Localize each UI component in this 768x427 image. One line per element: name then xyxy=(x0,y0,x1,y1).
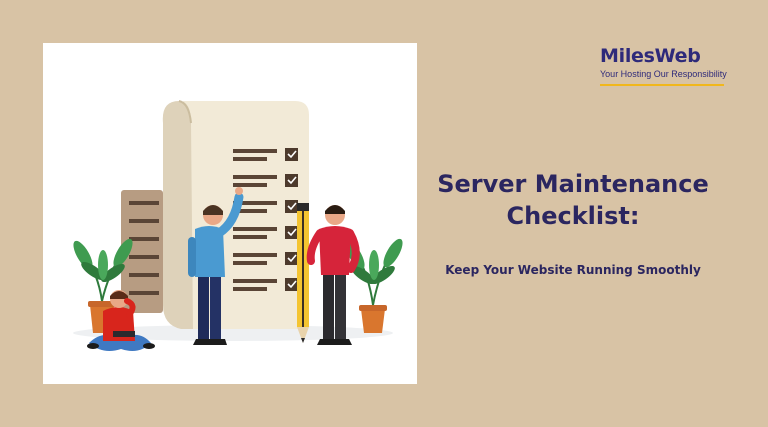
pencil-icon xyxy=(297,203,309,343)
checklist-illustration xyxy=(73,100,403,351)
illustration-panel xyxy=(43,43,417,384)
man-standing-figure xyxy=(306,205,360,345)
checklist-row xyxy=(233,200,298,213)
checklist-row xyxy=(233,226,298,239)
mileswebs-logo[interactable]: MilesWeb Your Hosting Our Responsibility xyxy=(600,45,730,86)
man-pointing-figure xyxy=(188,187,244,345)
logo-tagline: Your Hosting Our Responsibility xyxy=(600,69,727,79)
page-subtitle: Keep Your Website Running Smoothly xyxy=(445,263,701,277)
page-title-line-1: Server Maintenance xyxy=(437,170,709,198)
checklist-row xyxy=(233,252,298,265)
page-title: Server Maintenance Checklist: xyxy=(420,168,726,232)
plant-right-icon xyxy=(345,238,403,333)
back-scroll xyxy=(121,190,163,313)
logo-underline xyxy=(600,84,724,86)
page-title-line-2: Checklist: xyxy=(506,202,640,230)
logo-wordmark: MilesWeb xyxy=(600,45,701,67)
man-sitting-figure xyxy=(87,290,155,351)
checklist xyxy=(233,148,298,291)
checklist-row xyxy=(233,174,298,187)
checklist-row xyxy=(233,278,298,291)
checklist-row xyxy=(233,148,298,161)
